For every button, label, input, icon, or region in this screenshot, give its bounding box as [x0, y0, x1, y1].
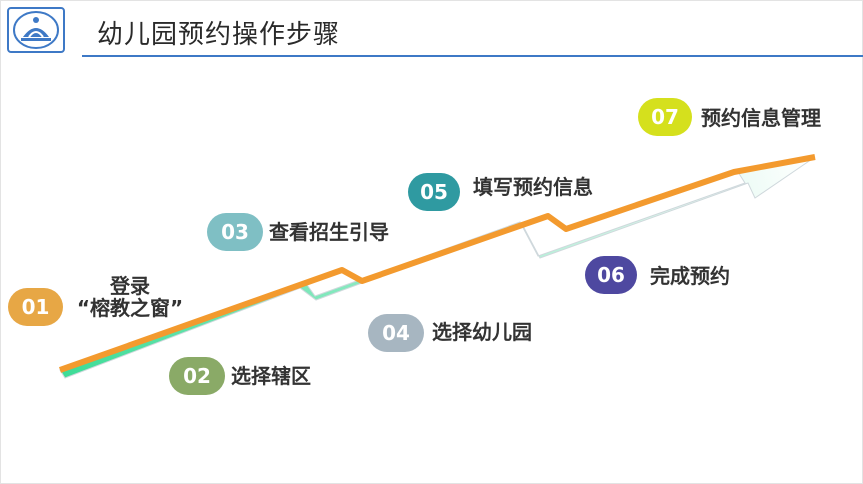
step-03-label: 查看招生引导: [269, 220, 389, 244]
step-01-label-line1: 登录: [110, 274, 150, 298]
step-06-number: 06: [597, 263, 625, 287]
step-04-number: 04: [382, 321, 410, 345]
page-title: 幼儿园预约操作步骤: [97, 20, 341, 50]
step-02-label: 选择辖区: [231, 364, 311, 388]
header-divider: [82, 55, 863, 57]
step-04-label: 选择幼儿园: [432, 320, 532, 344]
step-03-number: 03: [221, 220, 249, 244]
kindergarten-logo-icon: [7, 7, 65, 53]
step-03-badge: 03: [207, 213, 263, 251]
step-02-number: 02: [183, 364, 211, 388]
step-04-badge: 04: [368, 314, 424, 352]
step-07-number: 07: [651, 105, 679, 129]
step-06-badge: 06: [585, 256, 637, 294]
step-05-label: 填写预约信息: [473, 175, 593, 199]
step-07-label: 预约信息管理: [701, 106, 821, 130]
step-06-label: 完成预约: [650, 264, 730, 288]
step-01-badge: 01: [8, 288, 63, 326]
step-07-badge: 07: [638, 98, 692, 136]
step-01-number: 01: [21, 295, 50, 319]
step-01-label-line2: “榕教之窗”: [76, 296, 184, 320]
step-05-badge: 05: [408, 173, 460, 211]
step-05-number: 05: [420, 180, 448, 204]
step-01-label: 登录 “榕教之窗”: [75, 275, 185, 319]
step-02-badge: 02: [169, 357, 225, 395]
